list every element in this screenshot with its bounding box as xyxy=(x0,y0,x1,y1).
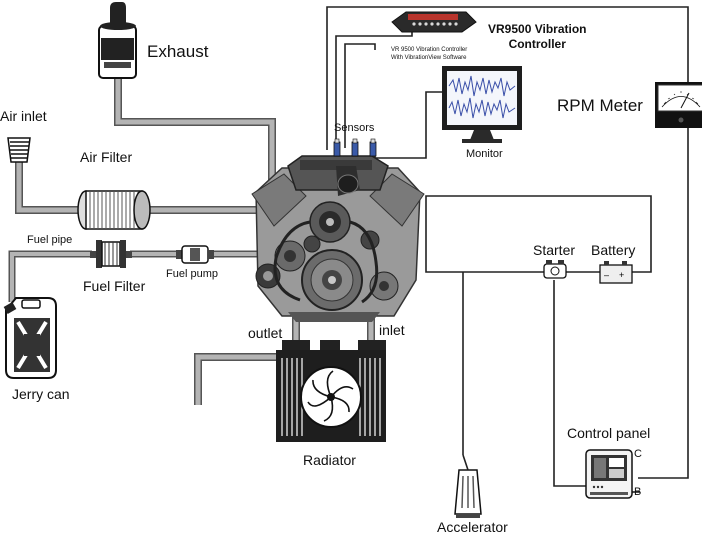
starter-battery-loop xyxy=(425,195,652,273)
controller-title: VR9500 Vibration Controller xyxy=(488,22,586,52)
accelerator-label: Accelerator xyxy=(437,519,508,535)
svg-text:–: – xyxy=(604,270,609,280)
starter-motor-icon xyxy=(543,260,567,279)
sensor xyxy=(369,138,377,157)
jerry-can-icon xyxy=(3,297,57,379)
wires xyxy=(326,6,689,493)
v8-engine-icon xyxy=(251,155,425,322)
starter-panel-wire xyxy=(553,280,586,487)
terminal-b-label: B xyxy=(634,486,642,498)
monitor-icon xyxy=(442,66,522,143)
rpm-wire xyxy=(326,6,689,150)
controller-caption-line1: VR 9500 Vibration Controller xyxy=(391,47,468,53)
radiator-pipe xyxy=(194,353,282,405)
outlet-label: outlet xyxy=(248,325,283,341)
fuel-pipe-label: Fuel pipe xyxy=(27,234,73,246)
exhaust-label: Exhaust xyxy=(147,42,209,61)
sensors-icon xyxy=(333,138,377,157)
control-panel-icon xyxy=(585,449,633,499)
air-inlet-label: Air inlet xyxy=(0,108,47,124)
controller-title-line2: Controller xyxy=(508,37,566,51)
control-panel-label: Control panel xyxy=(567,425,651,441)
terminal-c-label: C xyxy=(634,448,642,460)
jerry-can-label: Jerry can xyxy=(12,386,70,402)
controller-title-line1: VR9500 Vibration xyxy=(488,22,587,36)
air-filter-icon xyxy=(77,190,151,230)
fuel-filter-label: Fuel Filter xyxy=(83,278,146,294)
battery-icon: – + xyxy=(599,261,633,284)
fuel-filter-icon xyxy=(90,240,132,268)
rpm-meter-icon xyxy=(655,82,702,128)
controller-caption: VR 9500 Vibration Controller With Vibrat… xyxy=(391,46,467,62)
exhaust-muffler-icon xyxy=(98,2,137,79)
air-inlet-filter-icon xyxy=(7,137,31,163)
rpm-meter-label: RPM Meter xyxy=(557,96,643,115)
air-filter-label: Air Filter xyxy=(80,149,133,165)
inlet-label: inlet xyxy=(379,322,405,338)
sensor xyxy=(333,138,341,157)
monitor-label: Monitor xyxy=(466,148,503,160)
fuel-pump-icon xyxy=(176,245,214,264)
controller-caption-line2: With VibrationView Software xyxy=(391,55,467,61)
starter-label: Starter xyxy=(533,242,576,258)
vibration-controller-icon xyxy=(391,11,477,33)
battery-label: Battery xyxy=(591,242,636,258)
air-inlet-pipe xyxy=(15,160,82,214)
accelerator-pedal-icon xyxy=(454,454,482,518)
radiator-icon xyxy=(276,340,386,442)
monitor-wire xyxy=(374,91,442,159)
svg-text:+: + xyxy=(619,270,624,280)
pipes xyxy=(8,78,375,405)
sensor xyxy=(351,138,359,157)
fuel-pump-label: Fuel pump xyxy=(166,268,218,280)
radiator-label: Radiator xyxy=(303,452,356,468)
fuel-pipe xyxy=(8,250,92,302)
exhaust-pipe xyxy=(114,78,276,196)
sensors-label: Sensors xyxy=(334,122,375,134)
